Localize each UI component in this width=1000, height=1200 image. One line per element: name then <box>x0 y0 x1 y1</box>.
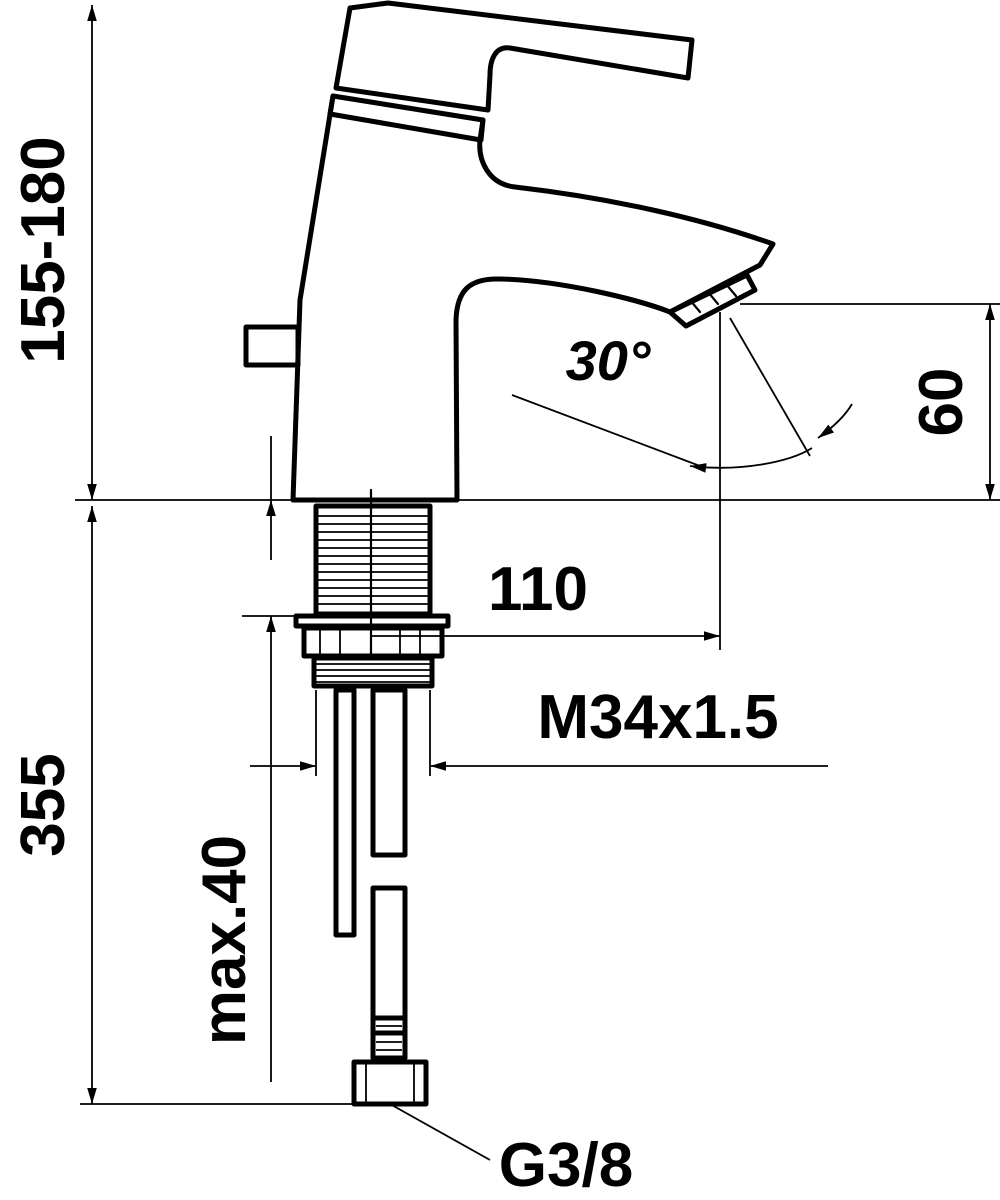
dim-max40 <box>242 436 296 1082</box>
threaded-shank <box>293 488 451 689</box>
dim-spout-height <box>740 303 1000 500</box>
label-spout-reach: 110 <box>488 555 588 624</box>
dim-height <box>75 4 1000 501</box>
label-connection: G3/8 <box>499 1131 633 1200</box>
label-total-length: 355 <box>9 753 78 856</box>
supply-hoses <box>333 687 429 1107</box>
dim-thread <box>250 690 828 776</box>
label-max-thickness: max.40 <box>190 835 259 1045</box>
label-height-range: 155-180 <box>9 136 78 364</box>
popup-knob <box>243 324 301 368</box>
label-angle: 30° <box>566 329 651 392</box>
g38-nut <box>351 1059 429 1107</box>
g38-leader <box>389 1103 491 1161</box>
dim-reach <box>372 312 721 650</box>
label-thread: M34x1.5 <box>537 683 778 752</box>
dim-angle <box>511 317 853 473</box>
faucet-column-spout <box>290 93 776 503</box>
label-spout-height: 60 <box>907 368 976 437</box>
lever-handle <box>333 0 695 113</box>
dim-length <box>80 506 400 1105</box>
faucet-body <box>243 0 776 503</box>
